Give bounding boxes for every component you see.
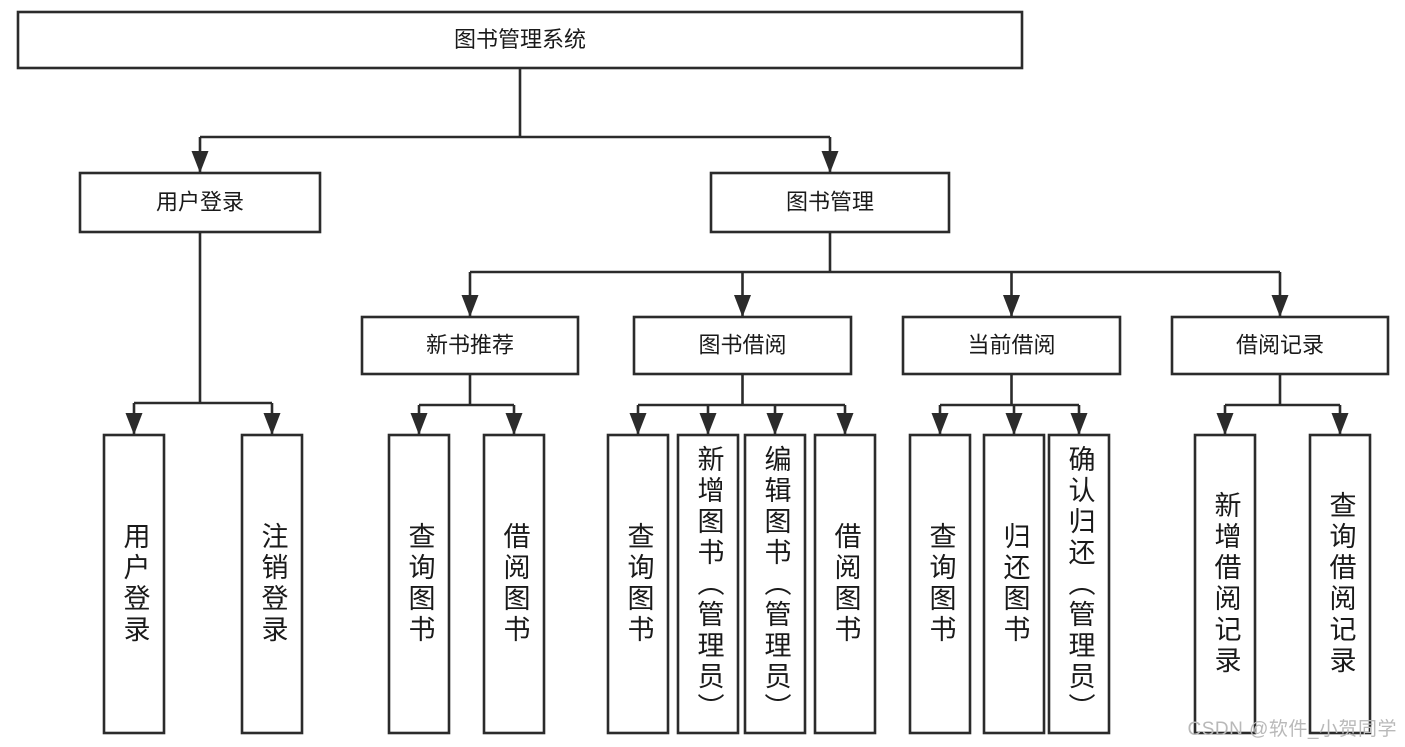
arrow-head-icon-user-login bbox=[191, 151, 209, 173]
arrow-head-icon-leaf-borrow-book-2 bbox=[836, 413, 854, 435]
node-label-user-login: 用户登录 bbox=[156, 189, 244, 214]
arrow-head-icon-book-borrow bbox=[734, 295, 751, 317]
node-box-leaf-confirm-return[interactable] bbox=[1047, 433, 1111, 735]
node-box-leaf-return-book[interactable] bbox=[982, 433, 1046, 735]
arrow-head-icon-borrow-record bbox=[1271, 295, 1289, 317]
arrow-head-icon-leaf-add-book bbox=[699, 413, 717, 435]
arrow-head-icon-leaf-user-logout bbox=[263, 413, 281, 435]
node-box-leaf-edit-book[interactable] bbox=[743, 433, 807, 735]
arrow-head-icon-leaf-add-borrow-record bbox=[1216, 413, 1234, 435]
arrow-head-icon-leaf-query-book-2 bbox=[629, 413, 647, 435]
arrow-head-icon-leaf-query-borrow-record bbox=[1331, 413, 1349, 435]
node-box-borrow-record[interactable] bbox=[1170, 315, 1390, 376]
node-box-user-login[interactable] bbox=[78, 171, 322, 234]
node-box-leaf-add-book[interactable] bbox=[676, 433, 740, 735]
arrow-head-icon-leaf-borrow-book-1 bbox=[505, 413, 523, 435]
node-label-root: 图书管理系统 bbox=[454, 27, 586, 52]
node-box-new-book-recommend[interactable] bbox=[360, 315, 580, 376]
node-box-root[interactable] bbox=[16, 10, 1024, 70]
arrow-head-icon-leaf-edit-book bbox=[766, 413, 784, 435]
arrow-head-icon-leaf-query-book-1 bbox=[410, 413, 428, 435]
arrow-head-icon-current-borrow bbox=[1003, 295, 1020, 317]
node-label-book-borrow: 图书借阅 bbox=[698, 332, 786, 357]
node-box-leaf-query-book-1[interactable] bbox=[387, 433, 451, 735]
node-box-leaf-add-borrow-record[interactable] bbox=[1193, 433, 1257, 735]
node-box-leaf-borrow-book-2[interactable] bbox=[813, 433, 877, 735]
node-label-borrow-record: 借阅记录 bbox=[1236, 332, 1324, 357]
node-label-book-manage: 图书管理 bbox=[786, 189, 874, 214]
connectors-layer bbox=[125, 68, 1349, 435]
node-box-book-manage[interactable] bbox=[709, 171, 951, 234]
boxes-layer bbox=[16, 10, 1390, 735]
node-box-leaf-borrow-book-1[interactable] bbox=[482, 433, 546, 735]
node-label-current-borrow: 当前借阅 bbox=[967, 332, 1055, 357]
node-box-leaf-query-borrow-record[interactable] bbox=[1308, 433, 1372, 735]
node-box-leaf-user-logout[interactable] bbox=[240, 433, 304, 735]
node-box-current-borrow[interactable] bbox=[901, 315, 1122, 376]
arrow-head-icon-leaf-return-book bbox=[1005, 413, 1023, 435]
arrow-head-icon-book-manage bbox=[821, 151, 839, 173]
arrow-head-icon-leaf-query-book-3 bbox=[931, 413, 949, 435]
arrow-head-icon-leaf-confirm-return bbox=[1070, 413, 1088, 435]
node-box-leaf-query-book-2[interactable] bbox=[606, 433, 670, 735]
node-box-leaf-user-login[interactable] bbox=[102, 433, 166, 735]
node-box-book-borrow[interactable] bbox=[632, 315, 853, 376]
watermark-text: CSDN @软件_小贺同学 bbox=[1187, 719, 1397, 740]
arrow-head-icon-new-book-recommend bbox=[461, 295, 479, 317]
node-box-leaf-query-book-3[interactable] bbox=[908, 433, 972, 735]
arrow-head-icon-leaf-user-login bbox=[125, 413, 143, 435]
node-label-new-book-recommend: 新书推荐 bbox=[426, 332, 514, 357]
